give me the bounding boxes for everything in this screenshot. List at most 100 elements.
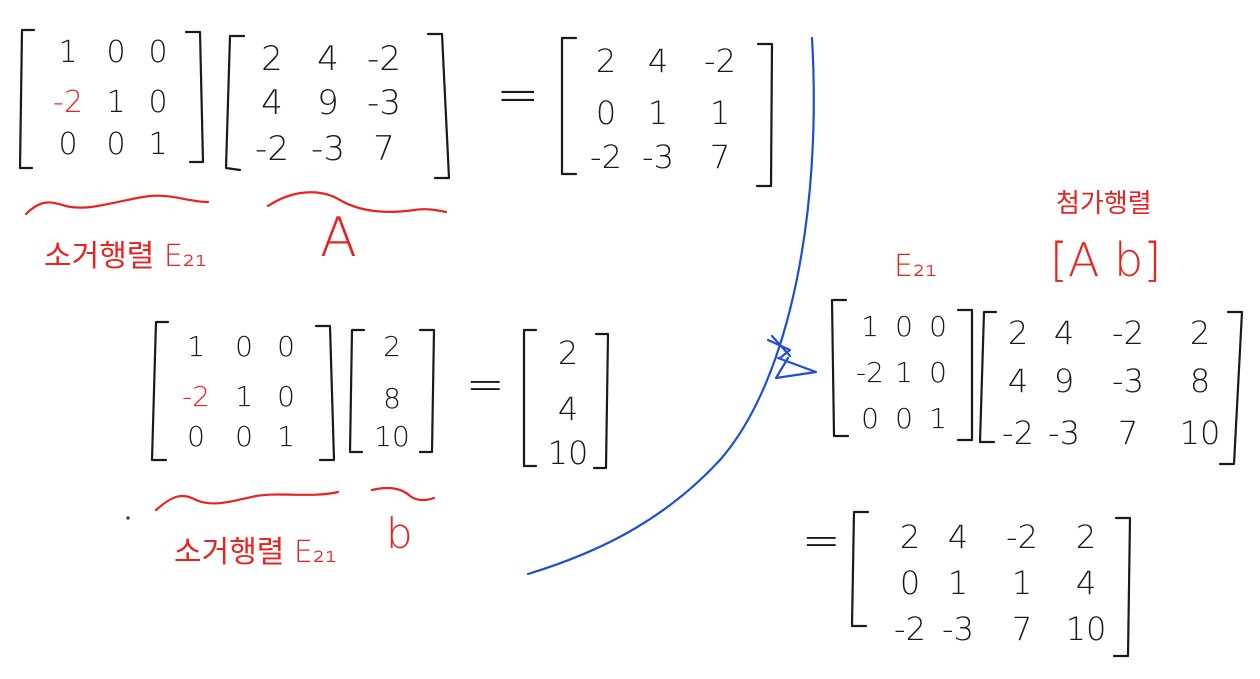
eq2-E-entry: 0 (235, 330, 253, 363)
eq3-E-entry: 1 (895, 356, 913, 389)
eq1-R-entry: -3 (642, 138, 674, 176)
eq3-R-entry: 2 (1076, 518, 1096, 556)
eq1-A-entry: -2 (367, 39, 401, 79)
eq2-E-entry: 1 (187, 330, 205, 363)
eq3-Ab-entry: 7 (1118, 414, 1138, 452)
eq3-E-entry: 0 (861, 402, 879, 435)
eq2-E-entry: 0 (235, 420, 253, 453)
eq2-R-entry: 4 (558, 390, 578, 428)
eq1-label-E: 소거행렬 E₂₁ (44, 239, 207, 274)
eq1-R-entry: 1 (648, 94, 668, 132)
eq2-E-entry: 0 (187, 420, 205, 453)
eq3-R-entry: -2 (894, 610, 926, 648)
eq3-E-entry: -2 (856, 356, 884, 389)
eq1-R-entry: 2 (596, 42, 616, 80)
eq3-R-entry: 2 (900, 518, 920, 556)
eq2-b-underline (370, 486, 436, 502)
eq3-Ab-entry: 4 (1054, 314, 1074, 352)
eq3-R-entry: -2 (1006, 518, 1038, 556)
eq3-Ab-entry: 4 (1008, 362, 1028, 400)
eq2-E-entry: 1 (235, 380, 253, 413)
eq3-E-entry: 1 (929, 402, 947, 435)
eq2-equals: = (466, 357, 505, 411)
eq1-E-entry: 0 (148, 35, 167, 70)
eq1-A-entry: 2 (261, 39, 283, 79)
eq1-equals: = (496, 65, 540, 125)
eq1-label-A: A (320, 206, 357, 269)
divider-curve (526, 36, 815, 576)
eq2-b-entry: 2 (383, 330, 401, 363)
eq1-A-entry: 7 (373, 129, 395, 169)
eq1-E-entry: 1 (106, 85, 125, 120)
eq3-Ab-entry: -3 (1048, 414, 1080, 452)
eq3-E-entry: 0 (929, 310, 947, 343)
eq1-A-entry: -3 (311, 129, 345, 169)
eq3-R-entry: 0 (900, 564, 920, 602)
eq2-label-b: b (386, 509, 413, 558)
eq3-R-entry: -3 (942, 610, 974, 648)
eq3-Ab-entry: 2 (1190, 314, 1210, 352)
eq2-E-entry: 0 (277, 380, 295, 413)
eq3-E-entry: 0 (929, 356, 947, 389)
eq1-R-entry: -2 (590, 138, 622, 176)
eq1-A-entry: 4 (317, 39, 339, 79)
eq2-vector-b: 2 8 10 (348, 328, 436, 454)
eq2-E-entry: 0 (277, 330, 295, 363)
eq3-E-entry: 0 (895, 310, 913, 343)
eq1-R-entry: 4 (648, 42, 668, 80)
stray-dot (126, 516, 130, 520)
eq1-R-entry: 0 (596, 94, 616, 132)
eq2-E-entry: -2 (182, 380, 210, 413)
eq3-Ab-entry: 9 (1054, 362, 1074, 400)
eq2-R-entry: 10 (548, 434, 589, 472)
eq1-A-entry: 4 (261, 83, 283, 123)
eq3-R-entry: 10 (1066, 610, 1107, 648)
eq3-Ab-entry: -2 (1112, 314, 1144, 352)
eq3-R-entry: 1 (1012, 564, 1032, 602)
eq3-label-Ab: [A b] (1050, 233, 1161, 287)
eq2-E-underline (154, 490, 340, 512)
eq1-E-entry: 0 (148, 85, 167, 120)
eq3-E-entry: 1 (861, 310, 879, 343)
eq2-b-entry: 10 (374, 420, 410, 453)
eq2-b-entry: 8 (383, 382, 401, 415)
eq1-E-entry: 1 (58, 35, 77, 70)
eq1-E-entry: 0 (58, 127, 77, 162)
eq3-equals: = (802, 513, 841, 567)
eq1-R-entry: -2 (704, 42, 736, 80)
eq1-E-underline (24, 194, 210, 216)
eq3-Ab-entry: 2 (1008, 314, 1028, 352)
eq1-R-entry: 1 (710, 94, 730, 132)
hollow-arrow-icon (766, 334, 818, 380)
eq1-A-underline (266, 191, 448, 214)
eq3-Ab-entry: 8 (1190, 362, 1210, 400)
eq1-E-entry: -2 (53, 85, 83, 120)
eq3-E-entry: 0 (895, 402, 913, 435)
eq1-E-entry: 1 (148, 127, 167, 162)
eq3-Ab-entry: 10 (1180, 414, 1221, 452)
eq3-Ab-entry: -2 (1002, 414, 1034, 452)
eq3-aug-title: 첨가행렬 (1056, 189, 1152, 219)
eq3-label-E: E₂₁ (894, 249, 937, 284)
eq1-A-entry: -3 (367, 83, 401, 123)
eq1-E-entry: 0 (106, 35, 125, 70)
eq1-E-entry: 0 (106, 127, 125, 162)
eq1-A-entry: -2 (255, 129, 289, 169)
eq3-R-entry: 4 (1076, 564, 1096, 602)
eq2-E-entry: 1 (277, 420, 295, 453)
eq1-A-entry: 9 (317, 83, 339, 123)
eq1-R-entry: 7 (710, 138, 730, 176)
eq2-label-E: 소거행렬 E₂₁ (174, 535, 337, 570)
eq3-R-entry: 1 (948, 564, 968, 602)
eq3-Ab-entry: -3 (1112, 362, 1144, 400)
eq3-R-entry: 4 (948, 518, 968, 556)
